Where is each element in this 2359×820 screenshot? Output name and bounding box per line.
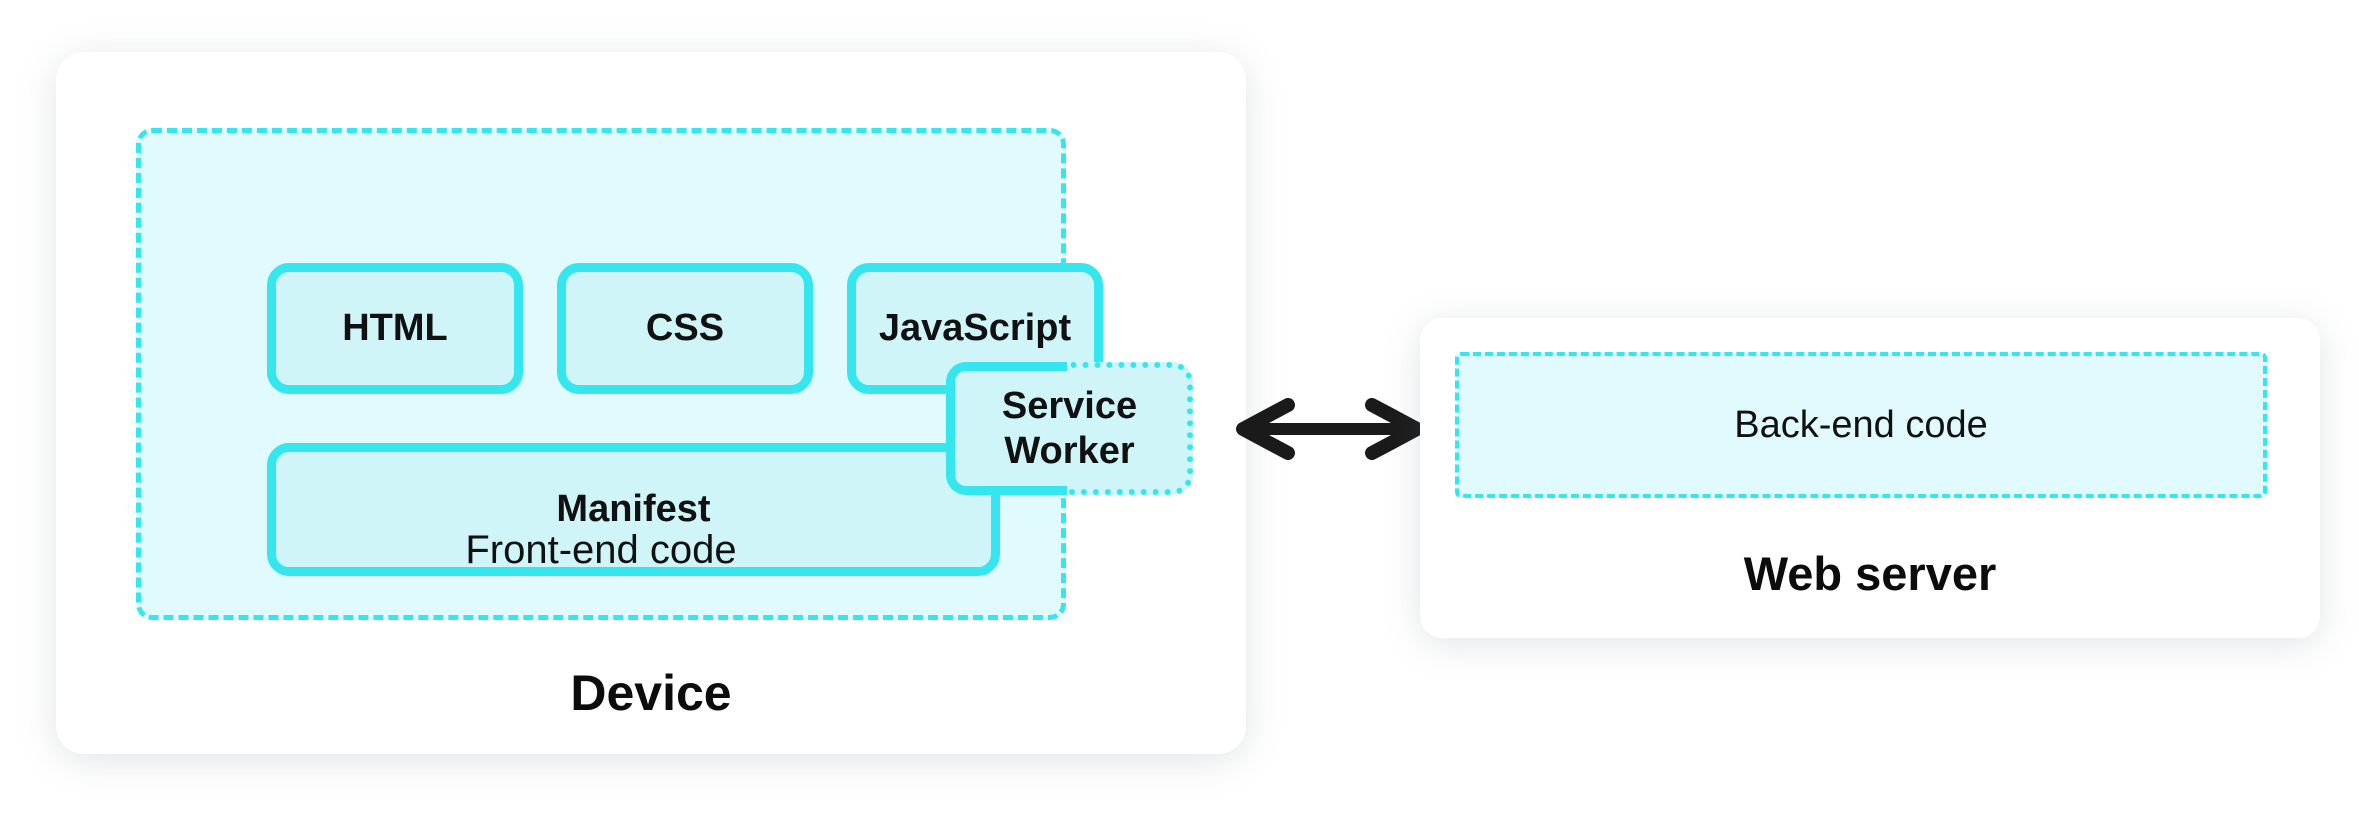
backend-code-box: Back-end code — [1455, 352, 2267, 498]
html-box: HTML — [267, 263, 523, 394]
html-box-label: HTML — [342, 306, 448, 349]
service-worker-label: Service Worker — [1001, 384, 1138, 472]
backend-code-label: Back-end code — [1734, 403, 1988, 446]
double-headed-arrow-icon — [1222, 398, 1438, 460]
manifest-box: Manifest — [267, 443, 1000, 576]
device-card: HTML CSS JavaScript Manifest Front-end c… — [56, 52, 1246, 754]
web-server-caption: Web server — [1743, 547, 1997, 600]
frontend-code-group: HTML CSS JavaScript Manifest Front-end c… — [136, 128, 1103, 620]
device-caption: Device — [570, 665, 732, 721]
css-box-label: CSS — [645, 306, 725, 349]
javascript-box-label: JavaScript — [878, 306, 1072, 349]
manifest-box-label: Manifest — [556, 487, 711, 530]
frontend-group-caption: Front-end code — [465, 528, 737, 572]
service-worker-solid-border — [946, 362, 1068, 495]
web-server-card: Back-end code Web server — [1420, 318, 2320, 638]
css-box: CSS — [557, 263, 813, 394]
service-worker-box: Service Worker — [946, 362, 1193, 495]
